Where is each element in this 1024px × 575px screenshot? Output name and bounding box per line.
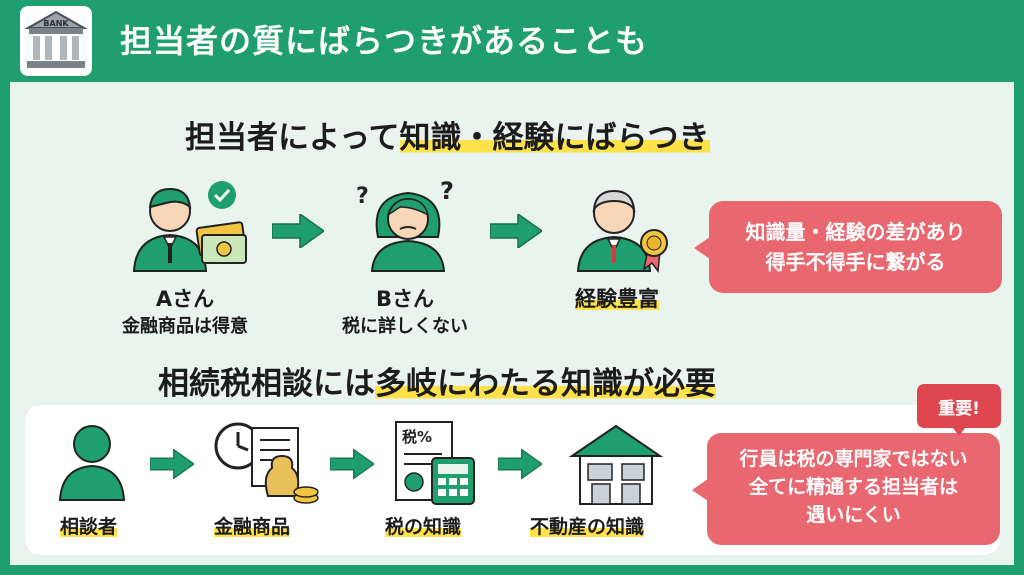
person-b-icon: ? ? [356,177,454,272]
section1-heading: 担当者によって知識・経験にばらつき [185,112,710,157]
section2-heading: 相続税相談には多岐にわたる知識が必要 [158,358,716,403]
section1-heading-plain: 担当者によって [185,120,400,156]
person-a-name: Aさん [155,287,215,311]
bubble-tail [694,237,710,259]
experienced-label: 経験豊富 [575,287,659,311]
tax-icon-text: 税% [402,428,432,446]
arrow-right-icon [330,449,374,479]
money-bag-icon [264,454,300,497]
flow-label-tax: 税の知識 [385,516,462,538]
question-icon: ? [356,184,369,209]
person-a-desc: 金融商品は得意 [122,316,248,337]
financial-product-icon [214,422,319,504]
bank-logo-text: BANK [43,19,69,28]
check-icon [208,181,236,209]
experienced-caption: 経験豊富 [562,283,672,313]
page-title: 担当者の質にばらつきがあることも [120,22,649,60]
experienced-person-icon [576,189,668,273]
section1-heading-highlight: 知識・経験にばらつき [399,120,710,156]
arrow-right-icon [272,214,324,248]
arrow-right-icon [150,449,194,479]
flow-label-financial-products: 金融商品 [214,516,291,538]
tax-document-icon: 税% [395,421,475,505]
flow-label-consultant: 相談者 [60,516,118,538]
section2-heading-plain: 相続税相談には [158,366,375,402]
arrow-right-icon [498,449,542,479]
money-icon [195,221,247,264]
important-badge: 重要! [938,399,980,419]
person-b-name: Bさん [375,287,434,311]
bubble-tail [692,479,708,501]
arrow-right-icon [490,214,542,248]
bubble-line: 得手不得手に繋がる [765,250,946,274]
important-badge-icon [917,384,1001,436]
person-b-caption: Bさん [350,283,460,313]
consultant-icon [58,425,126,501]
bubble-line: 知識量・経験の差があり [745,220,966,244]
real-estate-icon [568,424,664,505]
person-a-icon [132,181,247,272]
bubble-line: 遇いにくい [806,504,901,526]
speech-bubble-specialist: 行員は税の専門家ではない 全てに精通する担当者は 遇いにくい [707,433,1000,545]
person-a-caption: Aさん [130,283,240,313]
bubble-line: 全てに精通する担当者は [748,476,958,498]
bubble-line: 行員は税の専門家ではない [739,448,968,470]
header-bar: BANK 担当者の質にばらつきがあることも [0,0,1024,82]
pie-icon [404,472,424,492]
speech-bubble-knowledge-gap: 知識量・経験の差があり 得手不得手に繋がる [709,201,1002,293]
person-b-desc: 税に詳しくない [342,316,468,337]
section2-heading-highlight: 多岐にわたる知識が必要 [375,366,716,402]
flow-label-real-estate: 不動産の知識 [530,516,645,538]
medal-icon [640,229,668,273]
bank-icon: BANK [20,6,92,76]
svg-text:?: ? [440,177,454,205]
